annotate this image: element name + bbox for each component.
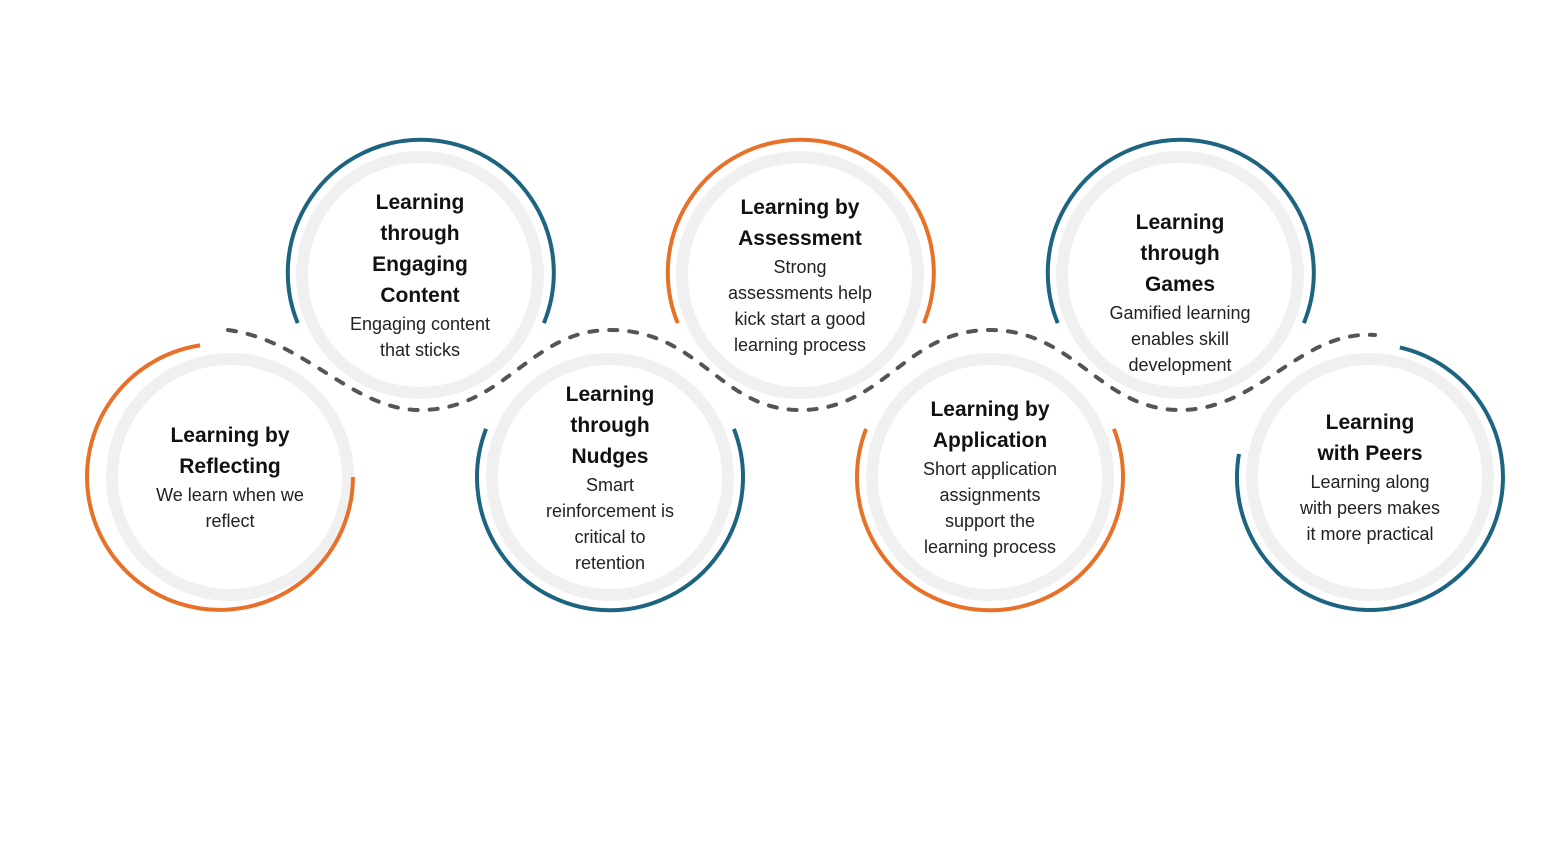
- node-title: Learning with Peers: [1317, 411, 1423, 465]
- node-ring-peers: [1235, 345, 1505, 612]
- node-ring-assessment: [665, 137, 936, 399]
- outer-arc: [855, 428, 1125, 613]
- node-title: Learning through Nudges: [565, 382, 655, 468]
- node-title: Learning by Reflecting: [170, 424, 290, 478]
- outer-arc: [285, 137, 556, 324]
- node-peers: Learning with Peers Learning along with …: [1260, 367, 1480, 587]
- node-description: Short application assignments support th…: [922, 459, 1058, 557]
- node-description: Learning along with peers makes it more …: [1299, 472, 1441, 544]
- inner-ring: [106, 353, 354, 601]
- outer-arc: [475, 428, 745, 613]
- node-ring-engaging-content: [285, 137, 556, 399]
- node-ring-application: [855, 353, 1125, 613]
- node-reflecting: Learning by Reflecting We learn when we …: [120, 367, 340, 587]
- node-ring-nudges: [475, 353, 745, 613]
- node-description: We learn when we reflect: [156, 485, 304, 531]
- inner-ring: [1056, 151, 1304, 399]
- node-application: Learning by Application Short applicatio…: [880, 367, 1100, 587]
- node-ring-games: [1045, 137, 1316, 399]
- node-games: Learning through Games Gamified learning…: [1070, 182, 1290, 402]
- outer-arc: [1235, 345, 1505, 612]
- node-title: Learning by Application: [930, 398, 1050, 452]
- outer-arc: [85, 343, 355, 612]
- node-description: Gamified learning enables skill developm…: [1109, 302, 1251, 375]
- node-title: Learning through Engaging Content: [372, 191, 468, 307]
- inner-ring: [296, 151, 544, 399]
- inner-ring: [676, 151, 924, 399]
- outer-arc: [665, 137, 936, 324]
- node-description: Engaging content that sticks: [349, 314, 491, 360]
- node-assessment: Learning by Assessment Strong assessment…: [690, 165, 910, 385]
- node-title: Learning by Assessment: [738, 196, 862, 250]
- node-description: Smart reinforcement is critical to reten…: [545, 474, 675, 573]
- inner-ring: [866, 353, 1114, 601]
- node-description: Strong assessments help kick start a goo…: [727, 257, 873, 355]
- node-title: Learning through Games: [1135, 210, 1225, 296]
- node-nudges: Learning through Nudges Smart reinforcem…: [500, 367, 720, 587]
- outer-arc: [1045, 137, 1316, 324]
- node-ring-reflecting: [85, 343, 355, 612]
- inner-ring: [1246, 353, 1494, 601]
- node-engaging-content: Learning through Engaging Content Engagi…: [310, 165, 530, 385]
- inner-ring: [486, 353, 734, 601]
